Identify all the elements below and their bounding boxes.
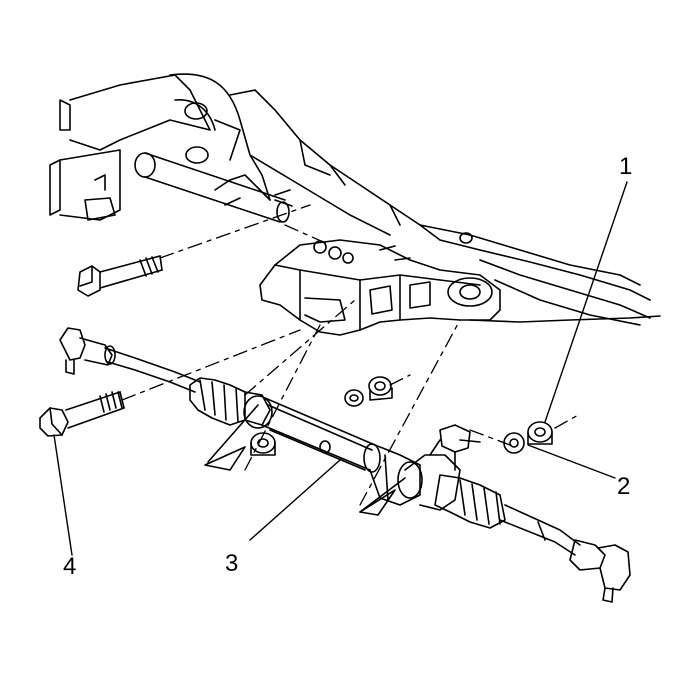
steering-gear-rack <box>189 377 581 556</box>
alignment-lines <box>121 204 581 506</box>
callout-leaders <box>53 181 628 556</box>
lower-mounting-bolt <box>39 391 125 437</box>
mounting-bracket <box>259 239 501 336</box>
pointer-arrows <box>204 404 406 516</box>
upper-mounting-bolt <box>77 255 163 297</box>
crossmember-tube <box>134 152 293 223</box>
callout-label-2: 2 <box>617 473 631 500</box>
callout-label-4: 4 <box>63 553 77 580</box>
callout-label-1: 1 <box>619 153 633 180</box>
frame-crossmember <box>49 73 661 326</box>
right-tie-rod-end <box>569 539 631 603</box>
right-bushings <box>503 421 553 454</box>
upper-bushings <box>344 376 393 407</box>
callout-label-3: 3 <box>225 550 239 577</box>
left-tie-rod-end <box>59 327 201 393</box>
